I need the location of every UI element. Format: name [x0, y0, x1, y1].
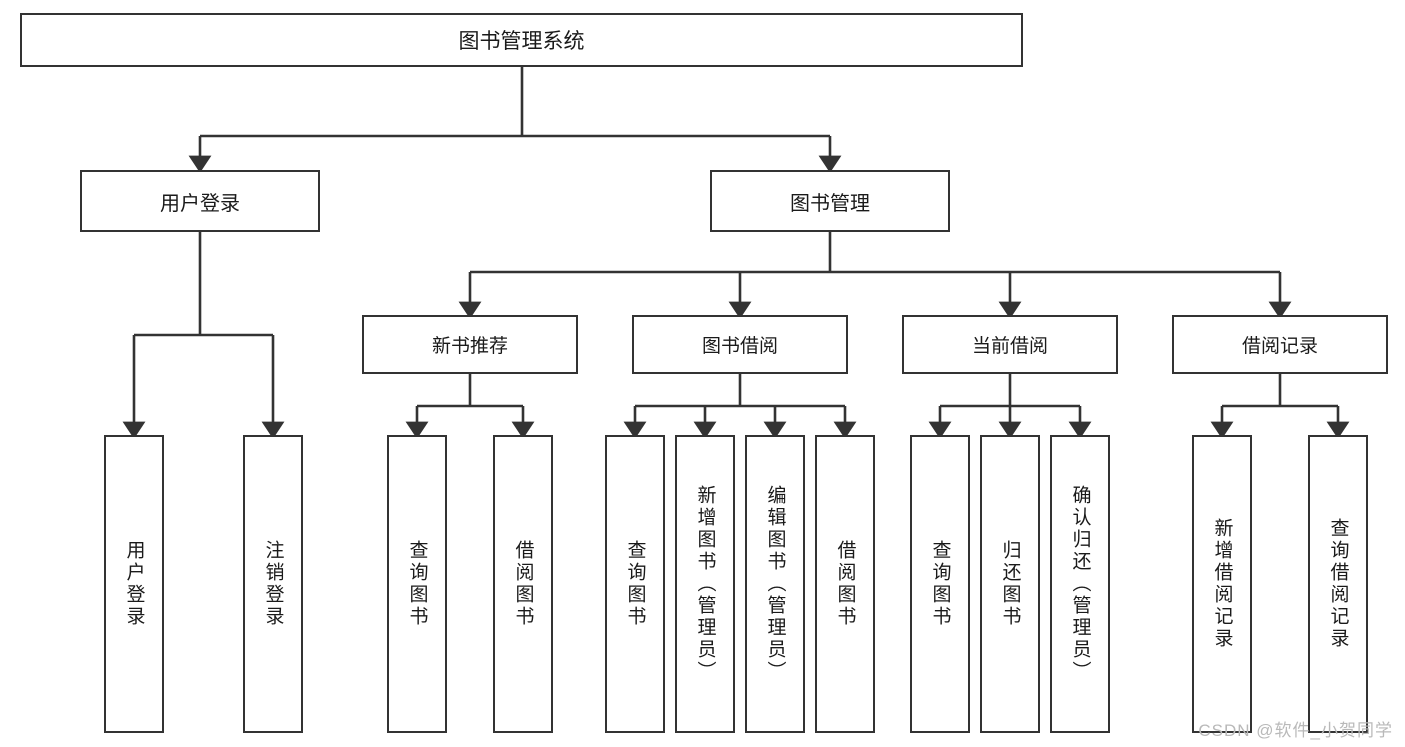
- node-leaf-query-book-3[interactable]: 查询图书: [910, 435, 970, 733]
- node-leaf-query-book-2[interactable]: 查询图书: [605, 435, 665, 733]
- node-leaf-borrow-book-2-label: 借阅图书: [834, 540, 856, 628]
- node-leaf-user-logout[interactable]: 注销登录: [243, 435, 303, 733]
- node-leaf-borrow-book-1[interactable]: 借阅图书: [493, 435, 553, 733]
- node-leaf-confirm-return[interactable]: 确认归还（管理员）: [1050, 435, 1110, 733]
- node-leaf-add-record-label: 新增借阅记录: [1211, 518, 1233, 650]
- node-user-login[interactable]: 用户登录: [80, 170, 320, 232]
- node-current-borrow-label: 当前借阅: [971, 336, 1048, 357]
- node-new-book-recommend[interactable]: 新书推荐: [362, 315, 578, 374]
- node-leaf-borrow-book-2[interactable]: 借阅图书: [815, 435, 875, 733]
- node-root[interactable]: 图书管理系统: [20, 13, 1023, 67]
- node-leaf-borrow-book-1-label: 借阅图书: [512, 540, 534, 628]
- node-leaf-edit-book[interactable]: 编辑图书（管理员）: [745, 435, 805, 733]
- node-root-label: 图书管理系统: [458, 30, 585, 53]
- node-current-borrow[interactable]: 当前借阅: [902, 315, 1118, 374]
- node-leaf-query-record[interactable]: 查询借阅记录: [1308, 435, 1368, 733]
- node-leaf-query-book-1-label: 查询图书: [406, 540, 428, 628]
- node-leaf-query-book-3-label: 查询图书: [929, 540, 951, 628]
- node-leaf-query-book-1[interactable]: 查询图书: [387, 435, 447, 733]
- node-book-borrow-label: 图书借阅: [701, 336, 778, 357]
- node-leaf-query-book-2-label: 查询图书: [624, 540, 646, 628]
- node-leaf-add-book-label: 新增图书（管理员）: [694, 485, 716, 683]
- node-leaf-query-record-label: 查询借阅记录: [1327, 518, 1349, 650]
- csdn-watermark: CSDN @软件_小贺同学: [1198, 721, 1393, 740]
- node-borrow-record[interactable]: 借阅记录: [1172, 315, 1388, 374]
- node-new-book-recommend-label: 新书推荐: [431, 336, 508, 357]
- node-leaf-edit-book-label: 编辑图书（管理员）: [764, 485, 786, 683]
- node-leaf-add-book[interactable]: 新增图书（管理员）: [675, 435, 735, 733]
- node-leaf-add-record[interactable]: 新增借阅记录: [1192, 435, 1252, 733]
- node-leaf-return-book[interactable]: 归还图书: [980, 435, 1040, 733]
- node-user-login-label: 用户登录: [160, 192, 240, 215]
- node-book-manage-label: 图书管理: [790, 192, 870, 215]
- node-leaf-user-login[interactable]: 用户登录: [104, 435, 164, 733]
- node-book-borrow[interactable]: 图书借阅: [632, 315, 848, 374]
- node-leaf-confirm-return-label: 确认归还（管理员）: [1069, 485, 1091, 683]
- node-book-manage[interactable]: 图书管理: [710, 170, 950, 232]
- node-leaf-return-book-label: 归还图书: [999, 540, 1021, 628]
- node-leaf-user-login-label: 用户登录: [123, 540, 145, 628]
- node-borrow-record-label: 借阅记录: [1241, 336, 1318, 357]
- node-leaf-user-logout-label: 注销登录: [262, 540, 284, 628]
